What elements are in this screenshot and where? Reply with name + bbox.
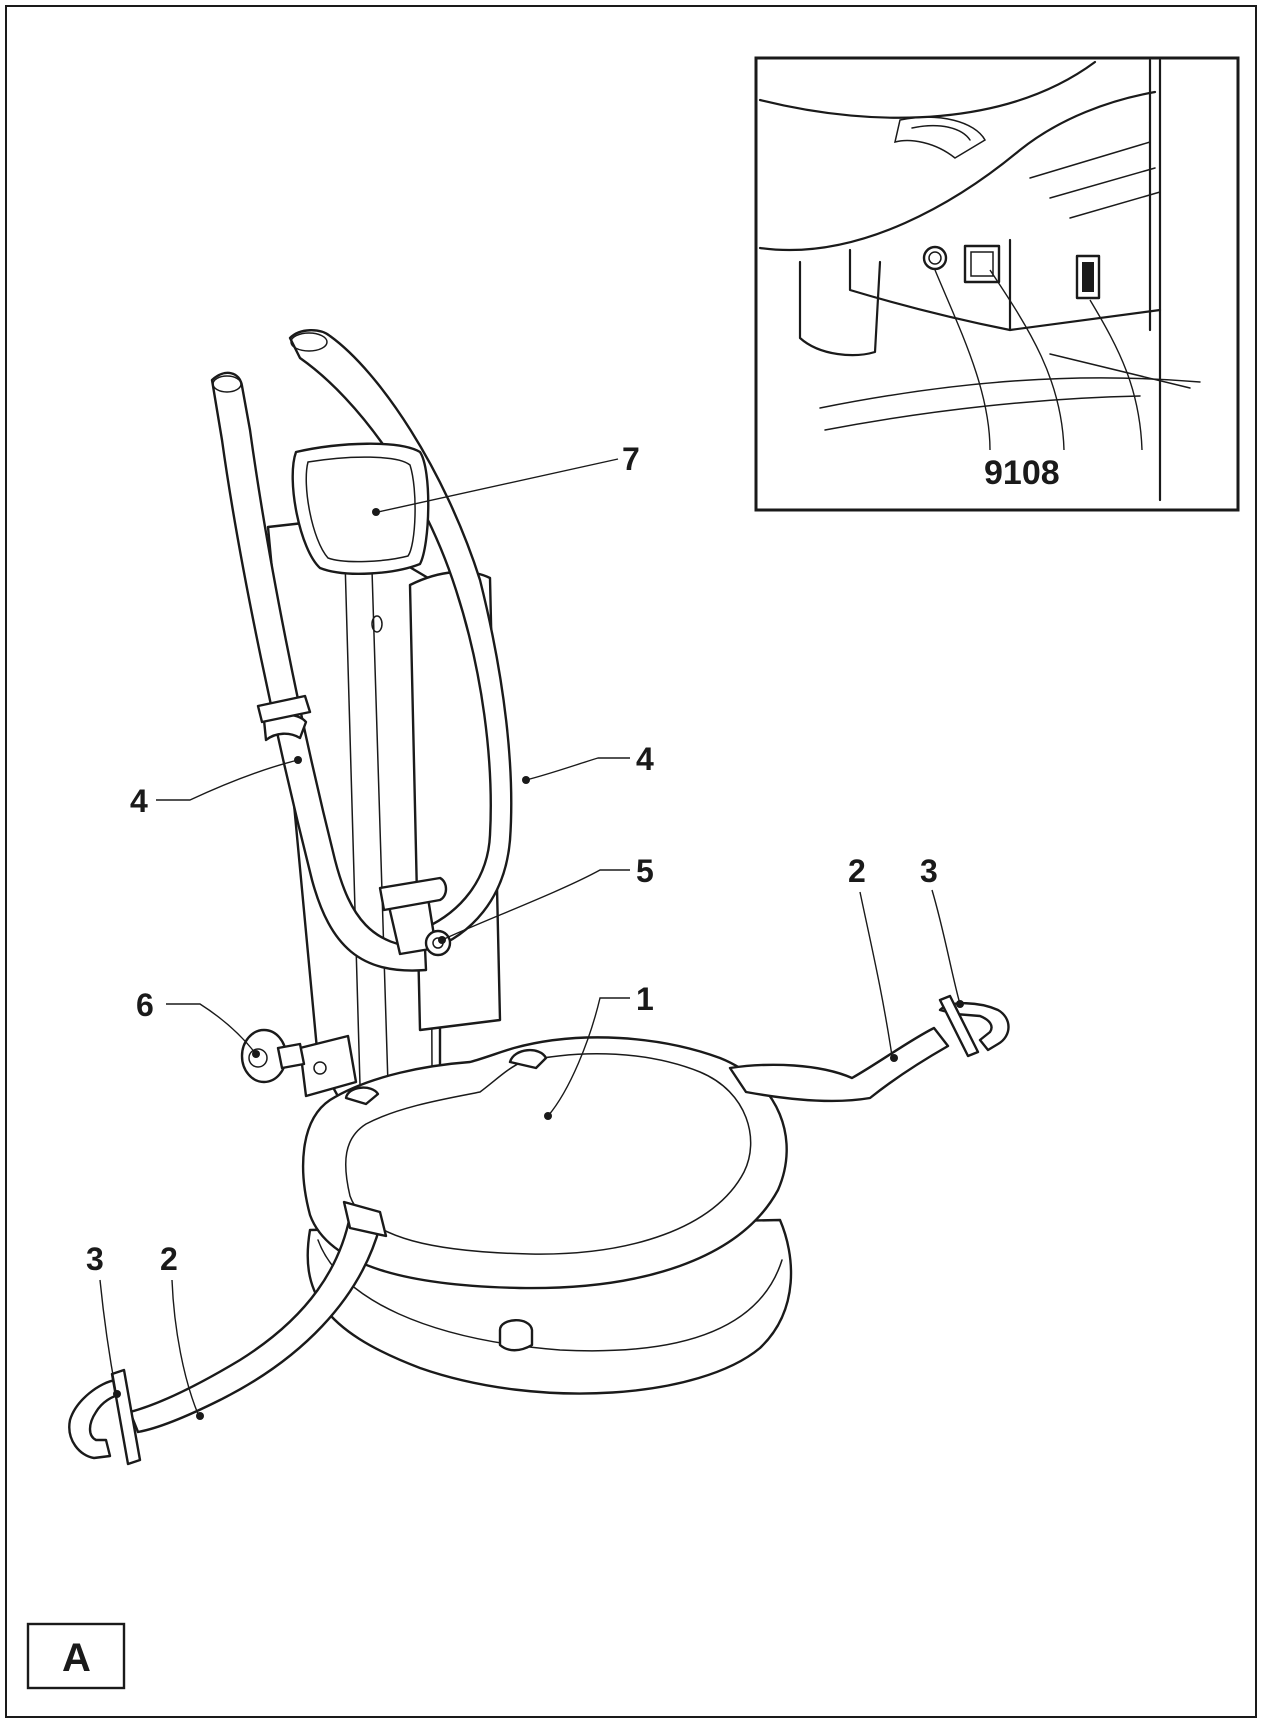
handle-left <box>68 1378 124 1460</box>
callout-handlebar-right: 4 <box>636 741 654 777</box>
callout-clamp-knob: 5 <box>636 853 654 889</box>
callout-platform: 1 <box>636 981 654 1017</box>
inset-power-detail: 9108 <box>754 56 1240 512</box>
vibration-plate <box>301 1036 788 1290</box>
inset-frame <box>754 56 1240 512</box>
callout-handlebar-left: 4 <box>130 783 148 819</box>
callout-handle-left: 3 <box>86 1241 104 1277</box>
console <box>291 442 430 575</box>
arm-right <box>728 1026 950 1103</box>
callout-handle-right: 3 <box>920 853 938 889</box>
arm-left <box>128 1212 382 1434</box>
callout-arm-right: 2 <box>848 853 866 889</box>
panel-label-box: A <box>26 1622 126 1690</box>
main-illustration: 7 4 4 5 2 3 1 6 3 2 <box>68 329 1010 1466</box>
page-frame <box>5 5 1257 1718</box>
inset-label: 9108 <box>984 454 1060 492</box>
panel-label: A <box>62 1636 91 1680</box>
handle-right <box>938 1002 1010 1052</box>
callout-console: 7 <box>622 441 640 477</box>
callout-adjust-knob: 6 <box>136 987 154 1023</box>
clamp-knob <box>424 929 452 957</box>
callout-arm-left: 2 <box>160 1241 178 1277</box>
